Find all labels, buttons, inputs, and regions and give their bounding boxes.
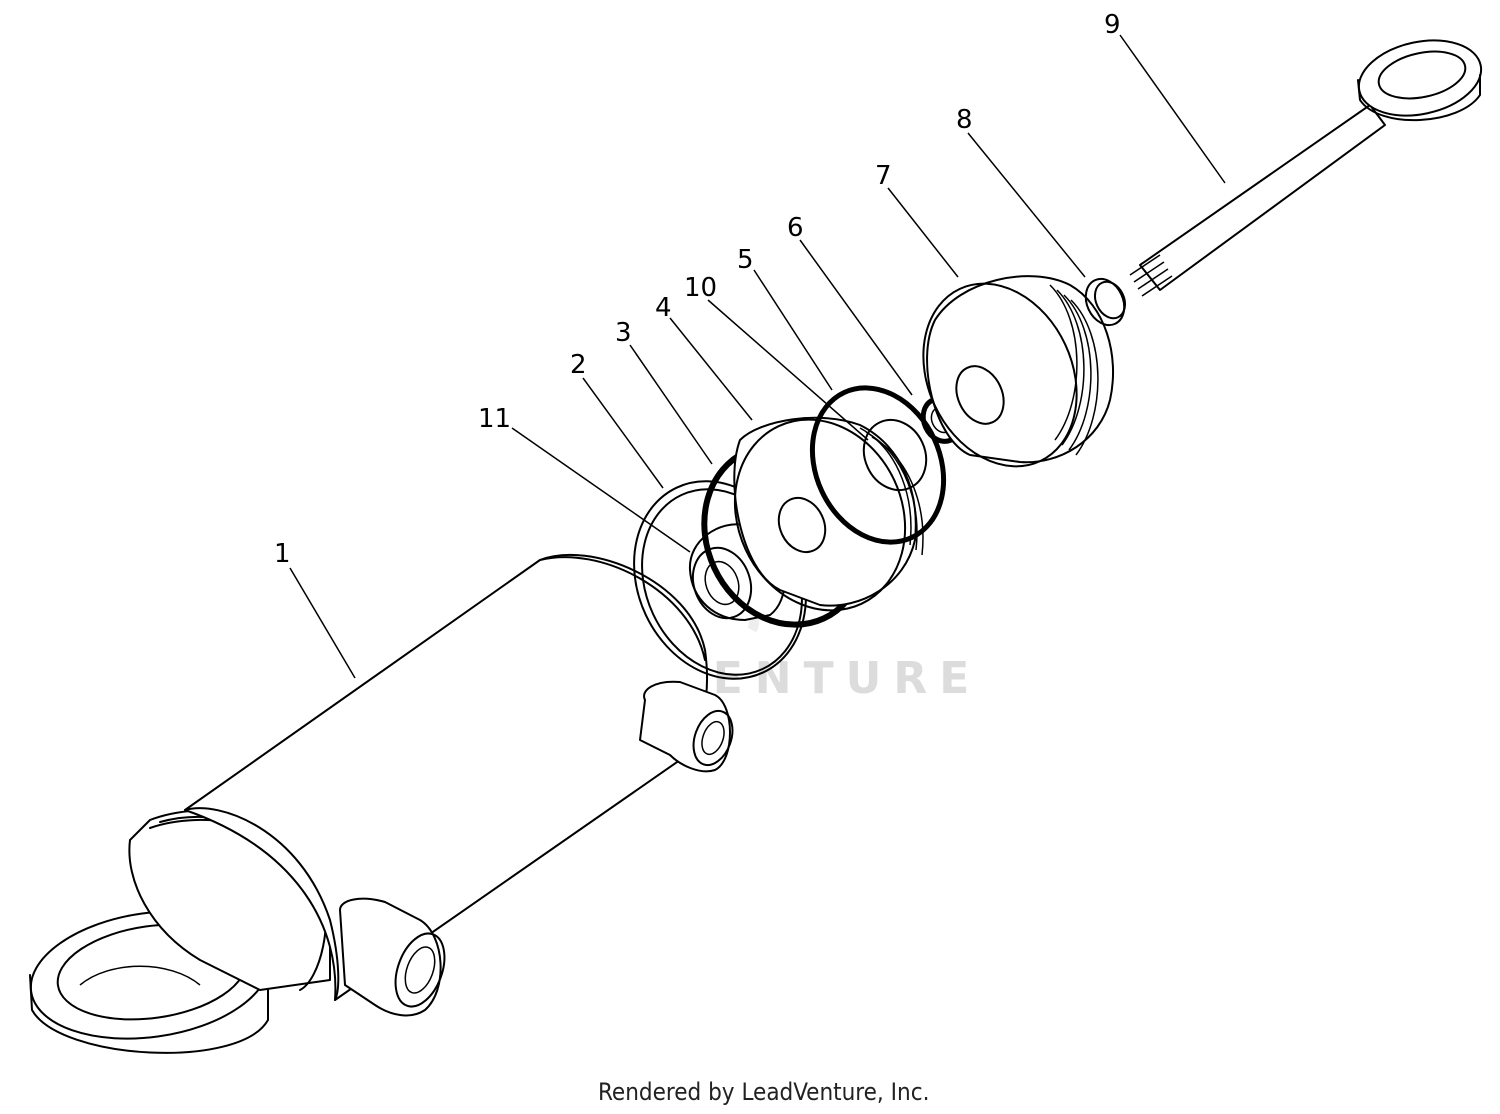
- leader-lines: [289, 34, 1226, 679]
- callout-2: 2: [570, 350, 587, 380]
- callout-5: 5: [737, 245, 754, 275]
- callout-9: 9: [1104, 10, 1121, 40]
- callout-7: 7: [875, 161, 892, 191]
- callouts: 1 2 3 4 5 6 7 8 9 10 11: [274, 10, 1121, 569]
- callout-8: 8: [956, 105, 973, 135]
- callout-4: 4: [655, 293, 672, 323]
- part-9-piston-rod: [1129, 39, 1483, 297]
- callout-1: 1: [274, 539, 291, 569]
- part-7-gland-head: [922, 275, 1114, 468]
- callout-10: 10: [684, 273, 717, 303]
- part-1-cylinder-barrel: [29, 553, 734, 1054]
- part-8-wiper-ring: [1084, 277, 1127, 327]
- callout-3: 3: [615, 318, 632, 348]
- part-10-washer: [862, 418, 928, 492]
- credit-text: Rendered by LeadVenture, Inc.: [598, 1078, 929, 1106]
- callout-6: 6: [787, 213, 804, 243]
- callout-11: 11: [478, 404, 511, 434]
